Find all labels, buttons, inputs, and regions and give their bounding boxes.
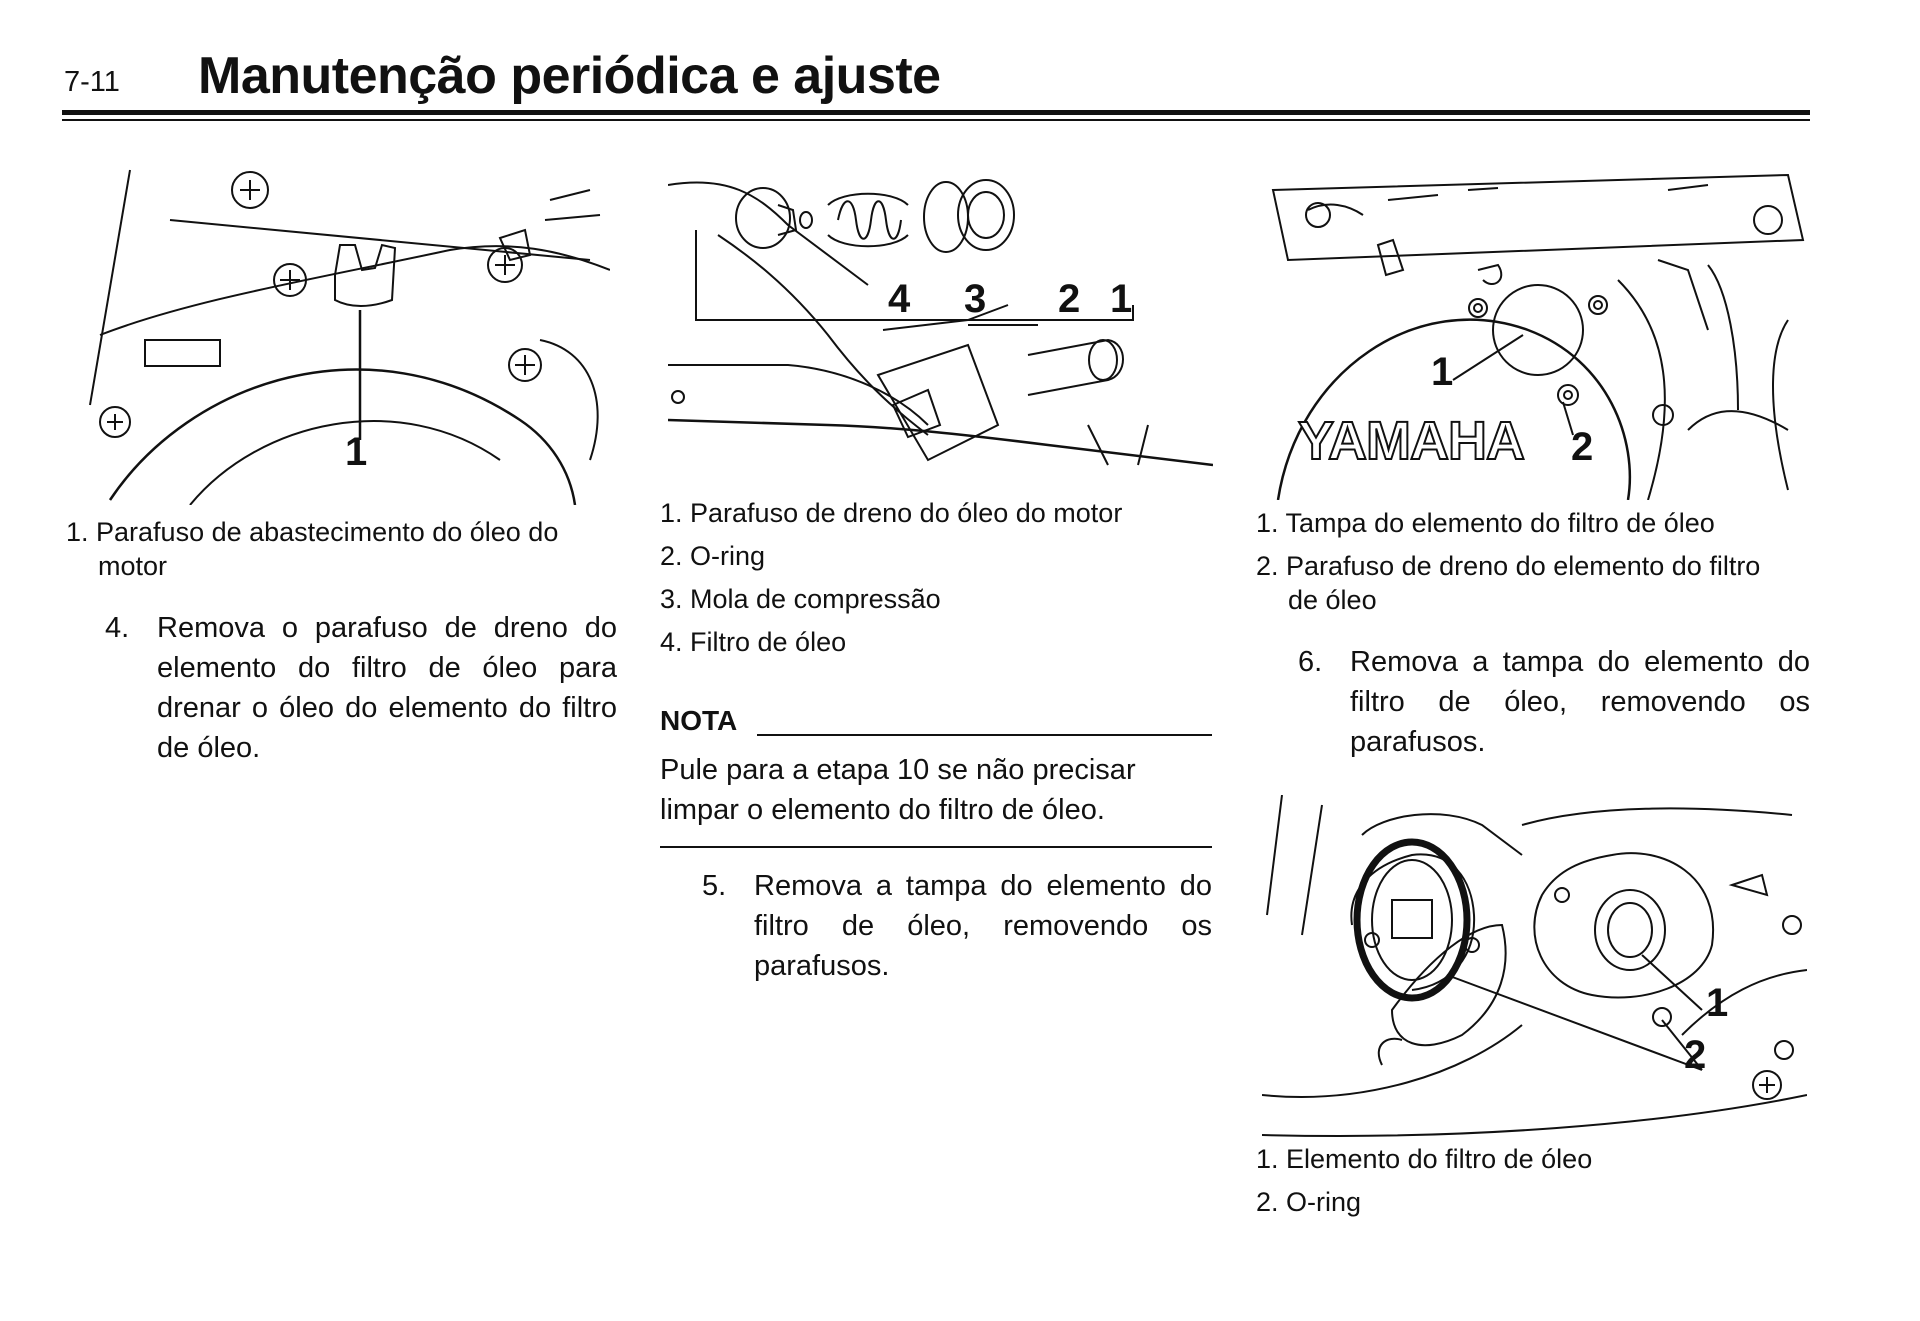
figure-filter-element: 1 2 xyxy=(1262,795,1807,1140)
caption-item: 1. Tampa do elemento do filtro de óleo xyxy=(1256,508,1715,538)
figure-callout-4: 4 xyxy=(888,277,911,321)
step-text: Remova o parafuso de dreno do elemento d… xyxy=(157,612,617,764)
step-5: 5. Remova a tampa do elemento do filtro … xyxy=(702,866,1212,986)
header-rule-thin xyxy=(62,119,1810,121)
figure-callout-1: 1 xyxy=(1706,981,1729,1025)
caption-figure-1: 1. Parafuso de abastecimento do óleo do … xyxy=(66,515,606,592)
step-number: 6. xyxy=(1298,646,1323,678)
caption-item: 4. Filtro de óleo xyxy=(660,627,847,657)
step-number: 4. xyxy=(105,612,130,644)
step-4: 4. Remova o parafuso de dreno do element… xyxy=(105,608,617,768)
brand-logo: YAMAHA xyxy=(1297,410,1526,472)
caption-item: 2. Parafuso de dreno do elemento do filt… xyxy=(1256,551,1761,615)
figure-callout-3: 3 xyxy=(964,277,987,321)
figure-callout-2: 2 xyxy=(1058,277,1081,321)
page-title: Manutenção periódica e ajuste xyxy=(198,47,941,105)
caption-item: 2. O-ring xyxy=(660,541,766,571)
figure-drain-bolt-parts: 4 3 2 1 xyxy=(668,165,1213,485)
step-text: Remova a tampa do elemento do filtro de … xyxy=(1350,646,1810,758)
caption-figure-2: 1. Parafuso de dreno do óleo do motor 2.… xyxy=(660,496,1220,668)
step-number: 5. xyxy=(702,870,727,902)
note-heading: NOTA xyxy=(660,705,738,736)
note-end-rule xyxy=(660,846,1212,848)
figure-oil-filler-bolt: 1 xyxy=(70,160,610,505)
caption-item: 1. Parafuso de dreno do óleo do motor xyxy=(660,498,1123,528)
figure-callout-2: 2 xyxy=(1571,425,1594,469)
caption-item: 2. O-ring xyxy=(1256,1187,1362,1217)
step-6: 6. Remova a tampa do elemento do filtro … xyxy=(1298,642,1810,762)
figure-callout-1: 1 xyxy=(345,430,368,474)
step-text: Remova a tampa do elemento do filtro de … xyxy=(754,870,1212,982)
figure-callout-1: 1 xyxy=(1110,277,1133,321)
caption-item: 1. Elemento do filtro de óleo xyxy=(1256,1144,1593,1174)
figure-filter-cover: YAMAHA 1 2 xyxy=(1268,170,1808,500)
note-text: Pule para a etapa 10 se não precisar lim… xyxy=(660,754,1136,826)
caption-figure-3: 1. Tampa do elemento do filtro de óleo 2… xyxy=(1256,506,1776,617)
header-rule-thick xyxy=(62,110,1810,115)
figure-callout-2: 2 xyxy=(1684,1033,1707,1077)
note-rule xyxy=(757,734,1212,736)
caption-figure-4: 1. Elemento do filtro de óleo 2. O-ring xyxy=(1256,1142,1776,1228)
caption-item: 3. Mola de compressão xyxy=(660,584,941,614)
caption-item: 1. Parafuso de abastecimento do óleo do … xyxy=(66,517,559,581)
page-number: 7-11 xyxy=(64,66,120,98)
figure-callout-1: 1 xyxy=(1431,350,1454,394)
